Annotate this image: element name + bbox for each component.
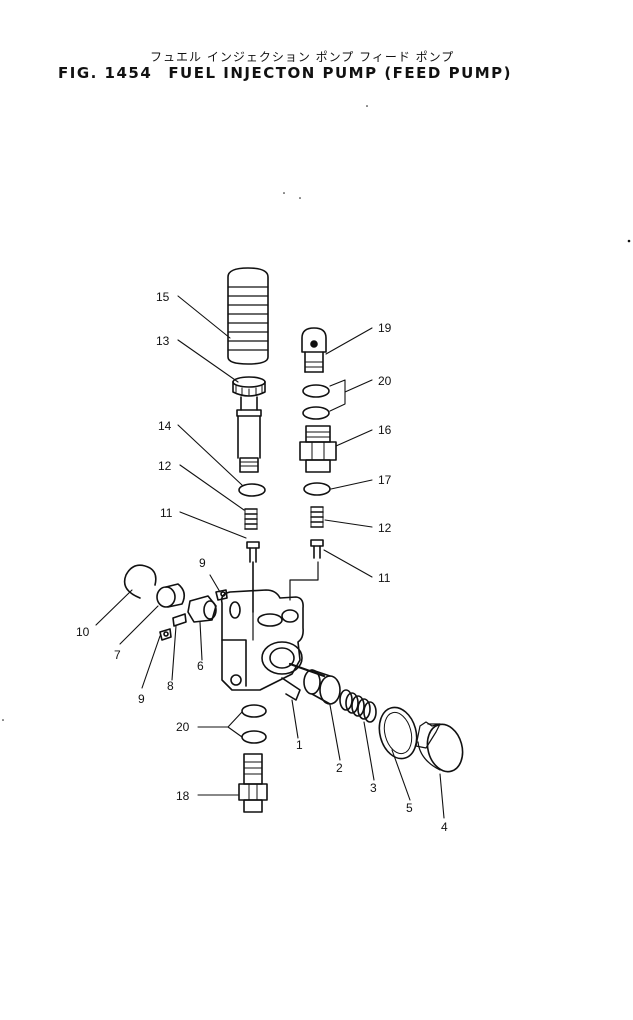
- part-1-pump-body: [220, 589, 326, 701]
- callout-15: 15: [156, 290, 170, 304]
- callout-13: 13: [156, 334, 170, 348]
- part-5-gasket: [378, 706, 418, 760]
- callout-19: 19: [378, 321, 392, 335]
- part-4-plug: [415, 721, 464, 773]
- callout-4: 4: [441, 820, 448, 834]
- callout-17: 17: [378, 473, 392, 487]
- part-20-washer-lower-b: [241, 730, 267, 744]
- callout-7: 7: [114, 648, 121, 662]
- callout-labels: 15 13 14 12 11 19 20 16 17 12 11 10 7 9 …: [76, 290, 448, 834]
- part-17-gasket: [303, 482, 331, 496]
- callout-8: 8: [167, 679, 174, 693]
- figure-title-text: FUEL INJECTON PUMP (FEED PUMP): [168, 64, 513, 82]
- callout-16: 16: [378, 423, 392, 437]
- callout-12-right: 12: [378, 521, 392, 535]
- callout-10: 10: [76, 625, 90, 639]
- callout-3: 3: [370, 781, 377, 795]
- part-9-pin-lower: [159, 628, 172, 641]
- callout-1: 1: [296, 738, 303, 752]
- callout-20-lower: 20: [176, 720, 190, 734]
- callout-5: 5: [406, 801, 413, 815]
- callout-18: 18: [176, 789, 190, 803]
- callout-11-right: 11: [378, 571, 391, 585]
- callout-11-left: 11: [160, 506, 173, 520]
- part-20-washer-lower-a: [241, 704, 267, 718]
- part-15-boot: [227, 267, 269, 365]
- callout-2: 2: [336, 761, 343, 775]
- part-3-spring: [339, 689, 377, 723]
- callout-14: 14: [158, 419, 172, 433]
- part-19-banjo-bolt: [301, 327, 327, 373]
- title-japanese: フュエル インジェクション ポンプ フィード ポンプ: [150, 50, 455, 64]
- callout-6: 6: [197, 659, 204, 673]
- part-6-tappet: [187, 595, 217, 623]
- part-12-spring-left: [244, 508, 258, 530]
- part-20-washer-upper-b: [302, 406, 330, 420]
- part-10-snap-ring: [123, 564, 157, 599]
- part-11-valve-right: [310, 539, 324, 559]
- figure-title: FIG. 1454 FUEL INJECTON PUMP (FEED PUMP): [58, 64, 512, 82]
- part-18-fitting: [238, 753, 268, 813]
- part-7-roller: [156, 583, 186, 608]
- part-16-connector: [299, 425, 337, 473]
- figure-number: FIG. 1454: [58, 64, 153, 82]
- assembly-line-right: [289, 561, 319, 601]
- part-20-washer-upper-a: [302, 384, 330, 398]
- part-11-valve-left: [246, 541, 260, 613]
- leader-lines: [95, 295, 445, 819]
- part-8-pin: [172, 613, 187, 627]
- scan-specks: [2, 105, 631, 721]
- part-12-spring-right: [310, 506, 324, 528]
- part-13-priming-pump: [232, 376, 266, 473]
- callout-9-lower: 9: [138, 692, 145, 706]
- part-2-sleeve: [303, 669, 341, 705]
- callout-9-upper: 9: [199, 556, 206, 570]
- part-14-o-ring: [238, 483, 266, 497]
- callout-20-upper: 20: [378, 374, 392, 388]
- callout-12-left: 12: [158, 459, 172, 473]
